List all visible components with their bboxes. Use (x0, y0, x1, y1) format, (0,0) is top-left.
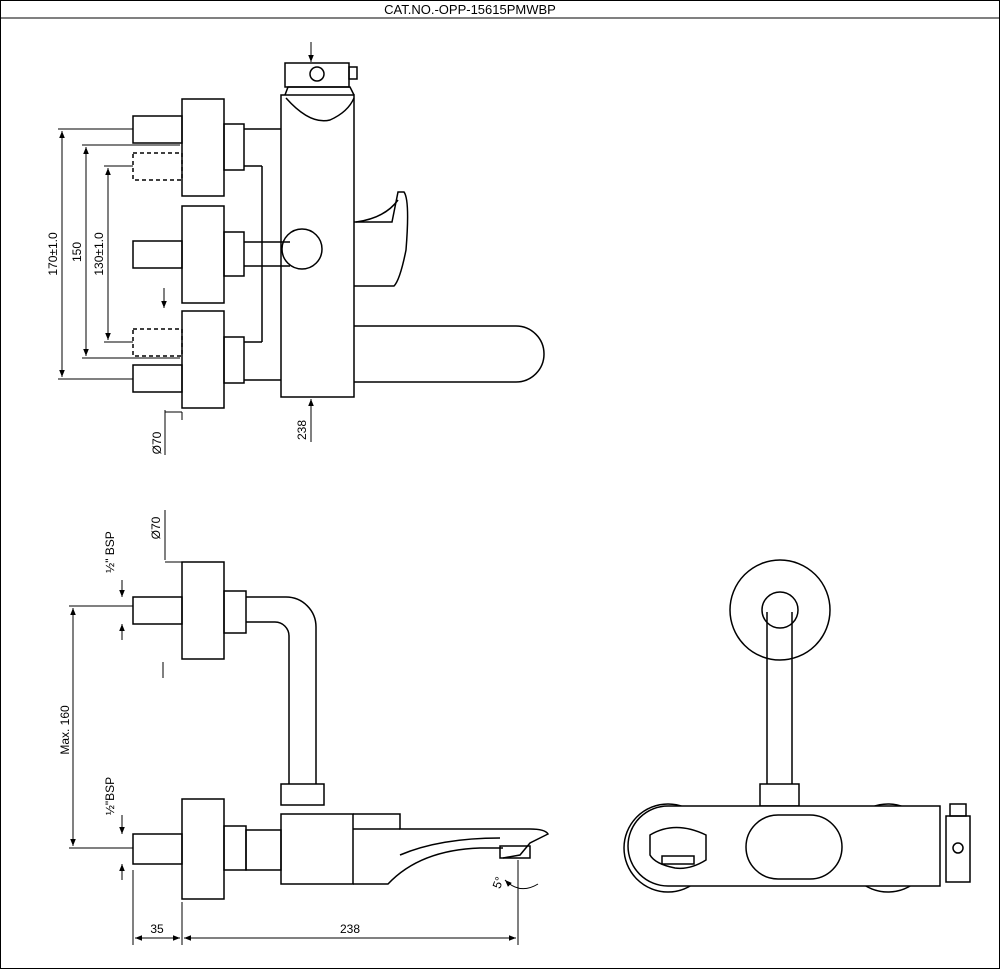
pipe-section-outer (281, 228, 323, 270)
front-spout-face (745, 814, 843, 880)
bsp-label-lower: ½"BSP (103, 777, 117, 815)
top-view-dashed-stubs (132, 152, 183, 357)
side-pipe-nut (280, 783, 325, 806)
top-view (132, 62, 545, 409)
side-spout-curve (399, 837, 501, 856)
dim-label-150: 150 (70, 242, 84, 262)
side-spout-top (353, 813, 550, 859)
dim-label-dia70-side: Ø70 (149, 516, 163, 539)
front-pipe-nut (759, 783, 800, 807)
aerator (499, 845, 531, 859)
handle-curve (285, 97, 355, 122)
front-lever-slot (661, 855, 695, 865)
catalog-number: CAT.NO.-OPP-15615PMWBP (384, 2, 556, 17)
side-view (132, 561, 550, 900)
front-body (627, 805, 941, 887)
side-nut-lower (223, 825, 247, 871)
front-pipe-end (761, 591, 799, 629)
nut-middle (223, 231, 245, 277)
diverter-lever (354, 191, 409, 287)
dim-label-35: 35 (150, 922, 164, 936)
side-view-dimensions (69, 510, 539, 945)
elbow-pipe-outer (246, 596, 317, 784)
dim-label-238-top: 238 (295, 420, 309, 440)
dim-label-130: 130±1.0 (92, 232, 106, 276)
front-knob-hole (952, 842, 964, 854)
inlet-stub-lower (132, 364, 183, 393)
side-body (280, 813, 354, 885)
side-stub-lower (132, 833, 183, 865)
nut-upper (223, 123, 245, 171)
front-lever (649, 826, 707, 870)
side-nut-upper (223, 590, 247, 634)
spout (354, 325, 545, 383)
front-knob (945, 815, 971, 883)
top-knob-hole (309, 66, 325, 82)
side-flange-lower (181, 798, 225, 900)
inlet-stub-alt-upper (132, 152, 183, 181)
front-view (623, 559, 971, 893)
flange-lower (181, 310, 225, 409)
side-spout-bottom (353, 847, 503, 885)
lever-detail (355, 199, 399, 223)
side-stub-upper (132, 596, 183, 625)
angle-arc (504, 879, 539, 890)
angle-label: 5° (490, 875, 507, 891)
dim-label-max160: Max. 160 (58, 705, 72, 755)
dim-label-dia70-top: Ø70 (150, 431, 164, 454)
nut-lower (223, 336, 245, 384)
front-knob-tab (949, 803, 967, 817)
top-knob-tab (348, 66, 358, 80)
flange-upper (181, 98, 225, 197)
flange-middle (181, 205, 225, 304)
inlet-stub-middle (132, 240, 183, 269)
inlet-stub-upper (132, 115, 183, 144)
front-flange-top (729, 559, 831, 661)
dim-label-170: 170±1.0 (46, 232, 60, 276)
mixer-body (280, 94, 355, 398)
top-handle-base (284, 86, 355, 96)
inlet-stub-alt-lower (132, 328, 183, 357)
dim-label-238-side: 238 (340, 922, 360, 936)
side-flange-upper (181, 561, 225, 660)
bsp-label-upper: ½" BSP (103, 531, 117, 573)
top-view-dimensions (58, 42, 314, 455)
elbow-pipe-inner (246, 621, 290, 784)
side-connector (245, 829, 282, 871)
